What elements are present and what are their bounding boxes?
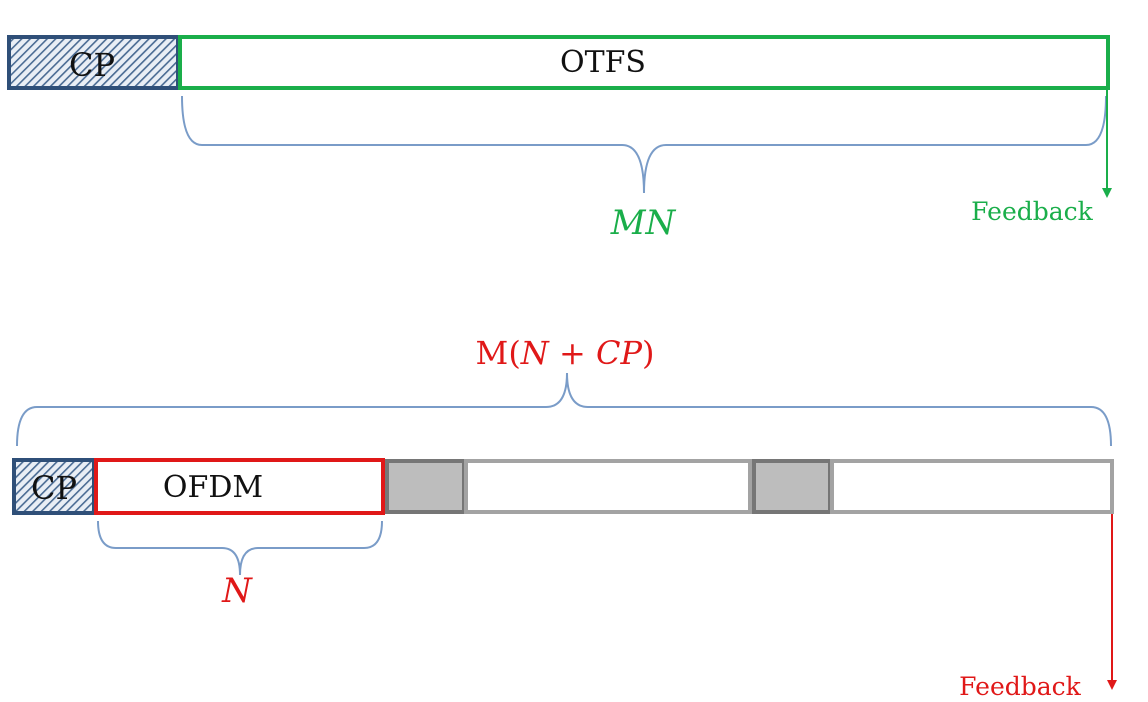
ofdm-symbol-block [94, 458, 385, 515]
ofdm-symbol-length-label: N [221, 571, 253, 611]
otfs-cp-block [7, 35, 180, 90]
otfs-block [178, 35, 1110, 90]
ofdm-symbol-block-3 [830, 459, 1114, 514]
ofdm-total-plus: + [549, 334, 596, 372]
ofdm-total-length-label: M(N + CP) [476, 334, 655, 372]
ofdm-total-prefix: M( [476, 334, 521, 372]
otfs-block-label: OTFS [560, 45, 646, 80]
ofdm-feedback-label: Feedback [959, 672, 1081, 701]
ofdm-cp-block-3 [752, 459, 832, 514]
ofdm-symbol-label: OFDM [163, 470, 263, 505]
otfs-feedback-label: Feedback [971, 197, 1093, 226]
otfs-cp-label: CP [69, 46, 115, 84]
ofdm-symbol-block-2 [464, 459, 752, 514]
ofdm-cp-block [12, 458, 96, 515]
ofdm-total-n: N [520, 334, 550, 372]
ofdm-total-brace [16, 372, 1112, 447]
ofdm-total-cp: CP [596, 334, 642, 372]
ofdm-cp-block-2 [385, 459, 466, 514]
ofdm-total-suffix: ) [642, 334, 654, 372]
otfs-length-label: MN [610, 203, 677, 243]
otfs-frame: CP OTFS MN Feedback [7, 35, 1112, 243]
ofdm-symbol-brace [97, 520, 383, 576]
ofdm-frame: M(N + CP) CP OFDM N Feedback [12, 334, 1117, 701]
otfs-length-brace [181, 95, 1107, 194]
ofdm-cp-label: CP [31, 469, 77, 507]
